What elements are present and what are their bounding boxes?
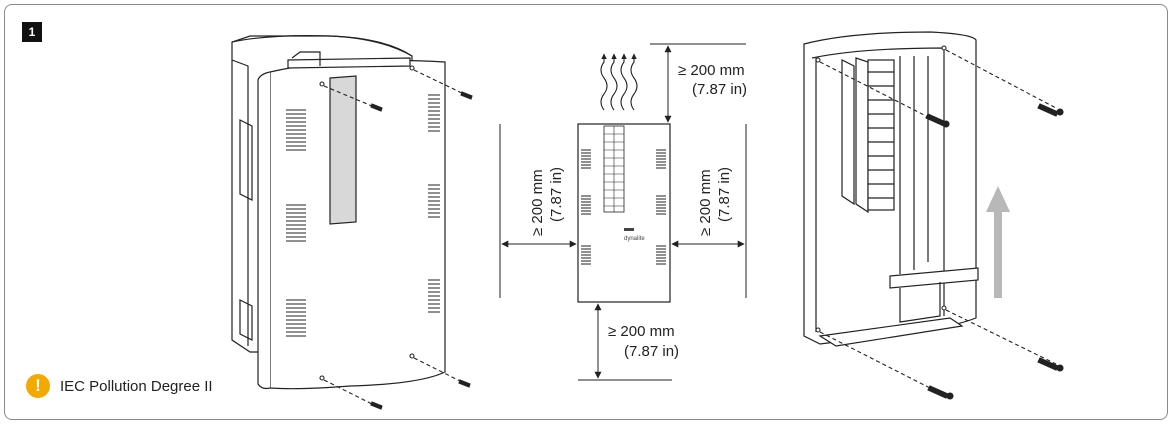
top-clearance-imperial: (7.87 in) bbox=[692, 81, 747, 98]
mounting-screws bbox=[319, 65, 473, 410]
vent-slots bbox=[286, 94, 440, 337]
bottom-clearance-value: ≥ 200 mm bbox=[608, 323, 675, 340]
brand-label: dynalite bbox=[624, 236, 645, 242]
step-number-badge: 1 bbox=[22, 22, 42, 42]
left-clearance-imperial: (7.87 in) bbox=[548, 167, 565, 222]
bottom-clearance-imperial: (7.87 in) bbox=[624, 343, 679, 360]
pollution-note: ! IEC Pollution Degree II bbox=[26, 374, 213, 398]
open-enclosure-illustration bbox=[803, 31, 979, 347]
warning-icon: ! bbox=[26, 374, 50, 398]
slide-up-arrow bbox=[986, 186, 1010, 298]
heat-dissipation-arrows bbox=[600, 53, 638, 111]
left-clearance-value: ≥ 200 mm bbox=[529, 169, 546, 236]
clearance-diagram: dynalite ≥ 200 mm (7.87 in) ≥ 200 mm (7.… bbox=[499, 43, 747, 381]
top-clearance-value: ≥ 200 mm bbox=[678, 62, 745, 79]
wall-screws bbox=[815, 45, 1064, 400]
pollution-degree-text: IEC Pollution Degree II bbox=[60, 377, 213, 395]
right-clearance-value: ≥ 200 mm bbox=[697, 169, 714, 236]
enclosure-cover-illustration bbox=[231, 35, 446, 390]
right-clearance-imperial: (7.87 in) bbox=[716, 167, 733, 222]
figure-frame bbox=[4, 4, 1168, 420]
